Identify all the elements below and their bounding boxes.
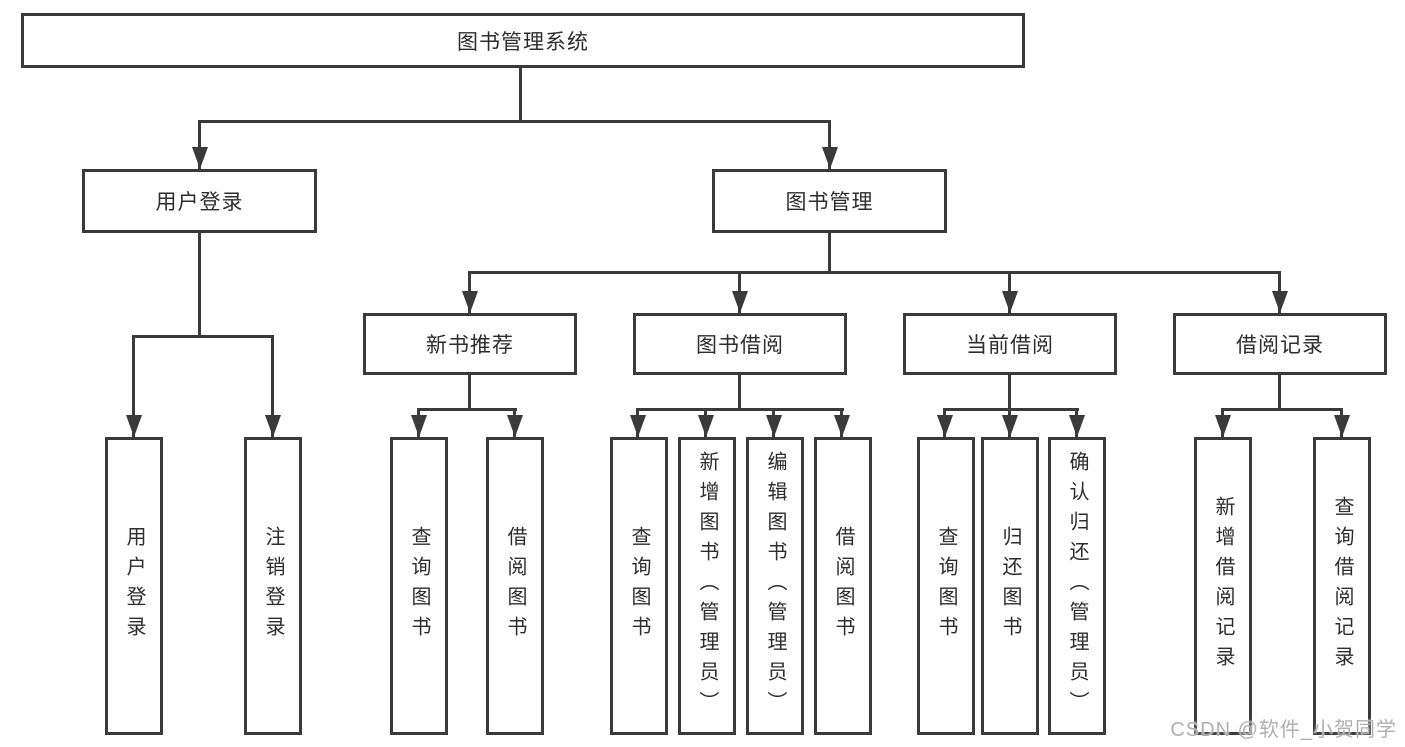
arrowhead-newbook-query	[411, 415, 427, 437]
leaf-newbook-query-label: 查询图书	[408, 526, 430, 646]
leaf-borrow-add-admin: 新增图书（管理员）	[678, 437, 736, 735]
arrowhead-user-login	[192, 147, 208, 169]
connector-book-management-stem	[828, 233, 831, 271]
arrowhead-cb-return	[1002, 415, 1018, 437]
leaf-borrow-book-label: 借阅图书	[832, 526, 854, 646]
connector-drop-user-login	[198, 120, 201, 169]
leaf-borrow-query: 查询图书	[610, 437, 668, 735]
arrowhead-newbook-borrow	[507, 415, 523, 437]
connector-new-book-bar	[417, 408, 517, 411]
leaf-return-book-label: 归还图书	[999, 526, 1021, 646]
connector-level3-bar	[468, 271, 1281, 274]
connector-level1-bar	[198, 120, 831, 123]
node-book-management: 图书管理	[712, 169, 947, 233]
arrowhead-book-management	[822, 147, 838, 169]
arrowhead-leaf-logout	[265, 415, 281, 437]
connector-current-borrow-stem	[1008, 375, 1011, 408]
leaf-newbook-borrow-label: 借阅图书	[504, 526, 526, 646]
node-current-borrow-label: 当前借阅	[966, 334, 1054, 357]
leaf-return-book: 归还图书	[981, 437, 1039, 735]
node-user-login: 用户登录	[82, 169, 317, 233]
connector-new-book-stem	[468, 375, 471, 408]
leaf-borrow-edit-admin: 编辑图书（管理员）	[746, 437, 804, 735]
leaf-newbook-borrow: 借阅图书	[486, 437, 544, 735]
leaf-current-query-label: 查询图书	[935, 526, 957, 646]
leaf-record-add: 新增借阅记录	[1194, 437, 1252, 735]
connector-drop-book-management	[828, 120, 831, 169]
csdn-watermark: CSDN @软件_小贺同学	[1170, 719, 1397, 741]
connector-user-login-bar	[132, 335, 274, 338]
node-borrow-records: 借阅记录	[1173, 313, 1387, 375]
leaf-borrow-query-label: 查询图书	[628, 526, 650, 646]
arrowhead-book-borrow	[732, 291, 748, 313]
arrowhead-new-book	[462, 291, 478, 313]
leaf-borrow-edit-admin-label: 编辑图书（管理员）	[764, 451, 786, 721]
leaf-logout: 注销登录	[244, 437, 302, 735]
arrowhead-bb-borrow	[834, 415, 850, 437]
leaf-record-query-label: 查询借阅记录	[1331, 496, 1353, 676]
leaf-record-add-label: 新增借阅记录	[1212, 496, 1234, 676]
node-current-borrow: 当前借阅	[903, 313, 1117, 375]
leaf-record-query: 查询借阅记录	[1313, 437, 1371, 735]
arrowhead-bb-add	[698, 415, 714, 437]
connector-root-stem	[519, 68, 522, 120]
leaf-borrow-book: 借阅图书	[814, 437, 872, 735]
arrowhead-bb-query	[630, 415, 646, 437]
node-user-login-label: 用户登录	[155, 191, 244, 214]
arrowhead-borrow-records	[1272, 291, 1288, 313]
leaf-confirm-return-admin-label: 确认归还（管理员）	[1066, 451, 1088, 721]
node-root: 图书管理系统	[21, 13, 1025, 68]
connector-borrow-records-bar	[1221, 408, 1343, 411]
arrowhead-leaf-login	[126, 415, 142, 437]
leaf-user-login-label: 用户登录	[123, 526, 145, 646]
connector-drop-leaf-login	[132, 335, 135, 437]
leaf-logout-label: 注销登录	[262, 526, 284, 646]
leaf-newbook-query: 查询图书	[390, 437, 448, 735]
leaf-current-query: 查询图书	[917, 437, 975, 735]
node-book-borrow: 图书借阅	[633, 313, 847, 375]
arrowhead-cb-confirm	[1069, 415, 1085, 437]
node-book-management-label: 图书管理	[785, 191, 874, 214]
arrowhead-cb-query	[937, 415, 953, 437]
connector-book-borrow-stem	[738, 375, 741, 408]
connector-book-borrow-bar	[636, 408, 844, 411]
arrowhead-br-query	[1334, 415, 1350, 437]
node-root-label: 图书管理系统	[457, 30, 589, 54]
connector-current-borrow-bar	[943, 408, 1079, 411]
arrowhead-current-borrow	[1002, 291, 1018, 313]
connector-drop-leaf-logout	[271, 335, 274, 437]
leaf-borrow-add-admin-label: 新增图书（管理员）	[696, 451, 718, 721]
node-new-book-recommend-label: 新书推荐	[426, 334, 514, 357]
node-borrow-records-label: 借阅记录	[1236, 334, 1324, 357]
leaf-confirm-return-admin: 确认归还（管理员）	[1048, 437, 1106, 735]
connector-user-login-stem	[198, 233, 201, 335]
leaf-user-login: 用户登录	[105, 437, 163, 735]
arrowhead-br-add	[1215, 415, 1231, 437]
connector-borrow-records-stem	[1278, 375, 1281, 408]
arrowhead-bb-edit	[766, 415, 782, 437]
node-book-borrow-label: 图书借阅	[696, 334, 784, 357]
node-new-book-recommend: 新书推荐	[363, 313, 577, 375]
